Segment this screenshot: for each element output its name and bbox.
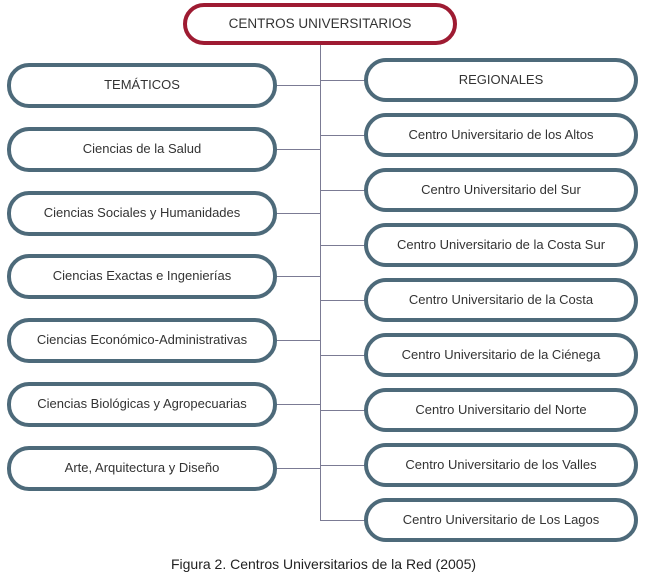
connector-right-costa bbox=[320, 300, 365, 301]
node-ciencias-biologicas-y-agropecuarias: Ciencias Biológicas y Agropecuarias bbox=[7, 382, 277, 427]
node-ciencias-de-la-salud: Ciencias de la Salud bbox=[7, 127, 277, 172]
connector-left-exactas bbox=[276, 276, 321, 277]
node-ciencias-exactas-e-ingenierias: Ciencias Exactas e Ingenierías bbox=[7, 254, 277, 299]
node-cu-del-norte: Centro Universitario del Norte bbox=[364, 388, 638, 432]
connector-right-altos bbox=[320, 135, 365, 136]
root-node-centros-universitarios: CENTROS UNIVERSITARIOS bbox=[183, 3, 457, 45]
node-cu-los-lagos: Centro Universitario de Los Lagos bbox=[364, 498, 638, 542]
connector-right-norte bbox=[320, 410, 365, 411]
branch-header-regionales: REGIONALES bbox=[364, 58, 638, 102]
connector-trunk bbox=[320, 45, 321, 521]
connector-left-sociales bbox=[276, 213, 321, 214]
node-cu-los-valles: Centro Universitario de los Valles bbox=[364, 443, 638, 487]
figure-caption: Figura 2. Centros Universitarios de la R… bbox=[170, 556, 477, 572]
connector-right-valles bbox=[320, 465, 365, 466]
connector-left-economico bbox=[276, 340, 321, 341]
node-ciencias-economico-administrativas: Ciencias Económico-Administrativas bbox=[7, 318, 277, 363]
connector-right-lagos bbox=[320, 520, 365, 521]
connector-left-salud bbox=[276, 149, 321, 150]
node-cu-del-sur: Centro Universitario del Sur bbox=[364, 168, 638, 212]
node-cu-la-cienega: Centro Universitario de la Ciénega bbox=[364, 333, 638, 377]
node-cu-la-costa: Centro Universitario de la Costa bbox=[364, 278, 638, 322]
connector-left-biologicas bbox=[276, 404, 321, 405]
connector-right-costa-sur bbox=[320, 245, 365, 246]
connector-left-arte bbox=[276, 468, 321, 469]
connector-right-cienega bbox=[320, 355, 365, 356]
node-ciencias-sociales-y-humanidades: Ciencias Sociales y Humanidades bbox=[7, 191, 277, 236]
connector-left-tematicos bbox=[276, 85, 321, 86]
connector-right-sur bbox=[320, 190, 365, 191]
node-cu-los-altos: Centro Universitario de los Altos bbox=[364, 113, 638, 157]
branch-header-tematicos: TEMÁTICOS bbox=[7, 63, 277, 108]
connector-right-regionales bbox=[320, 80, 365, 81]
node-cu-costa-sur: Centro Universitario de la Costa Sur bbox=[364, 223, 638, 267]
node-arte-arquitectura-y-diseno: Arte, Arquitectura y Diseño bbox=[7, 446, 277, 491]
